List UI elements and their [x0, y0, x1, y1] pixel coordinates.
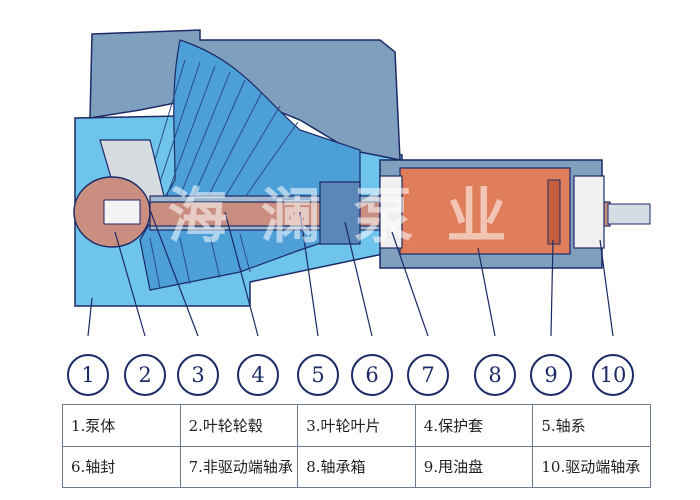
svg-text:10: 10 — [600, 363, 627, 387]
legend-cell: 1.泵体 — [62, 404, 181, 447]
callout-9: 9 — [530, 354, 572, 396]
non-drive-end-bearing — [379, 175, 403, 249]
legend-cell: 3.叶轮叶片 — [297, 404, 416, 447]
callout-5: 5 — [297, 354, 339, 396]
bearing-box — [399, 167, 571, 255]
legend-cell: 4.保护套 — [414, 404, 534, 447]
svg-text:2: 2 — [138, 363, 151, 387]
svg-text:8: 8 — [488, 363, 501, 387]
parts-legend-table: 1.泵体 2.叶轮轮毂 3.叶轮叶片 4.保护套 5.轴系 6.轴封 7.非驱动… — [62, 404, 651, 488]
legend-cell: 2.叶轮轮毂 — [179, 404, 299, 447]
svg-text:1: 1 — [81, 363, 94, 387]
legend-cell: 7.非驱动端轴承 — [179, 445, 299, 488]
callout-7: 7 — [407, 354, 449, 396]
legend-cell: 8.轴承箱 — [297, 445, 416, 488]
legend-cell: 10.驱动端轴承 — [532, 445, 651, 488]
callout-8: 8 — [474, 354, 516, 396]
callout-2: 2 — [124, 354, 166, 396]
svg-text:4: 4 — [251, 363, 264, 387]
oil-slinger — [547, 179, 561, 245]
shaft-seal-block — [319, 181, 361, 245]
legend-cell: 9.甩油盘 — [414, 445, 534, 488]
svg-text:5: 5 — [311, 363, 324, 387]
legend-cell: 6.轴封 — [62, 445, 181, 488]
svg-text:7: 7 — [421, 363, 434, 387]
svg-text:9: 9 — [544, 363, 557, 387]
guide-vanes — [139, 59, 299, 289]
callout-1: 1 — [67, 354, 109, 396]
shaft-drive-end — [607, 203, 651, 225]
svg-text:6: 6 — [365, 363, 378, 387]
legend-row: 1.泵体 2.叶轮轮毂 3.叶轮叶片 4.保护套 5.轴系 — [62, 404, 651, 447]
callout-3: 3 — [177, 354, 219, 396]
legend-cell: 5.轴系 — [532, 404, 651, 447]
pump-cross-section-diagram: 1 2 3 4 5 6 7 8 — [67, 29, 651, 396]
callout-6: 6 — [351, 354, 393, 396]
svg-text:3: 3 — [191, 363, 204, 387]
drive-end-bearing — [573, 175, 605, 249]
callouts: 1 2 3 4 5 6 7 8 — [67, 354, 634, 396]
callout-4: 4 — [237, 354, 279, 396]
callout-10: 10 — [592, 354, 634, 396]
leader-lines — [87, 209, 614, 337]
legend-row: 6.轴封 7.非驱动端轴承 8.轴承箱 9.甩油盘 10.驱动端轴承 — [62, 445, 651, 488]
hub-nut — [103, 199, 141, 225]
